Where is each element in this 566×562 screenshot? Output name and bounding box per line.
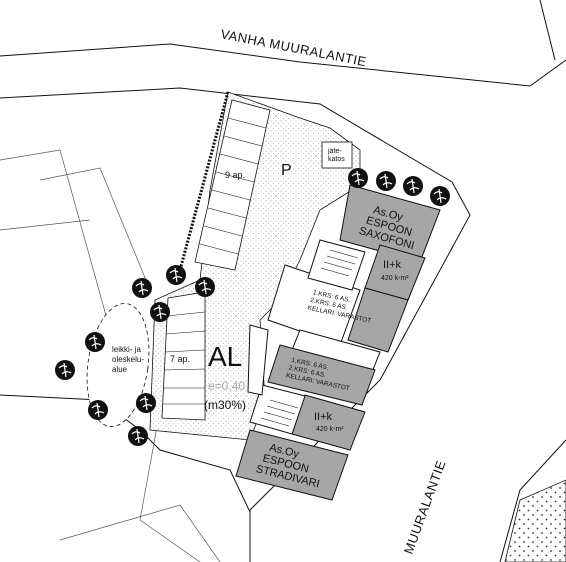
bn-area: 420 k-m² bbox=[381, 275, 409, 282]
bs-area: 420 k-m² bbox=[316, 426, 344, 433]
waste-shelter-line2: katos bbox=[328, 156, 345, 163]
bs-floors: II+k bbox=[314, 411, 333, 423]
parking-stalls-top bbox=[194, 99, 271, 271]
parking-count-top: 9 ap. bbox=[225, 170, 245, 180]
playground-line1: leikki- ja bbox=[112, 345, 141, 354]
dotted-lot bbox=[504, 479, 566, 562]
zone-green: (m30%) bbox=[204, 398, 246, 412]
waste-shelter bbox=[321, 141, 353, 169]
parking-stall-lines-top bbox=[199, 117, 267, 255]
parking-count-bottom: 7 ap. bbox=[170, 354, 190, 364]
building-south bbox=[235, 324, 376, 501]
zone-code: AL bbox=[208, 341, 242, 372]
playground-line3: alue bbox=[112, 365, 128, 374]
parking-stall-lines-bottom bbox=[163, 311, 206, 405]
fence bbox=[178, 91, 230, 271]
road-label-north: VANHA MUURALANTIE bbox=[219, 26, 368, 69]
parking-symbol: P bbox=[281, 162, 292, 179]
parcel-lines bbox=[0, 149, 221, 562]
bn-floors: II+k bbox=[383, 259, 402, 271]
road-label-east: MUURALANTIE bbox=[401, 458, 449, 556]
playground-line2: oleskelu- bbox=[112, 355, 144, 364]
building-north bbox=[267, 184, 441, 373]
waste-shelter-line1: jäte- bbox=[327, 148, 342, 155]
playground-area bbox=[86, 303, 150, 427]
zone-efficiency: e=0,40 bbox=[208, 379, 245, 393]
waste-shelter-label: jäte- katos bbox=[327, 148, 345, 163]
